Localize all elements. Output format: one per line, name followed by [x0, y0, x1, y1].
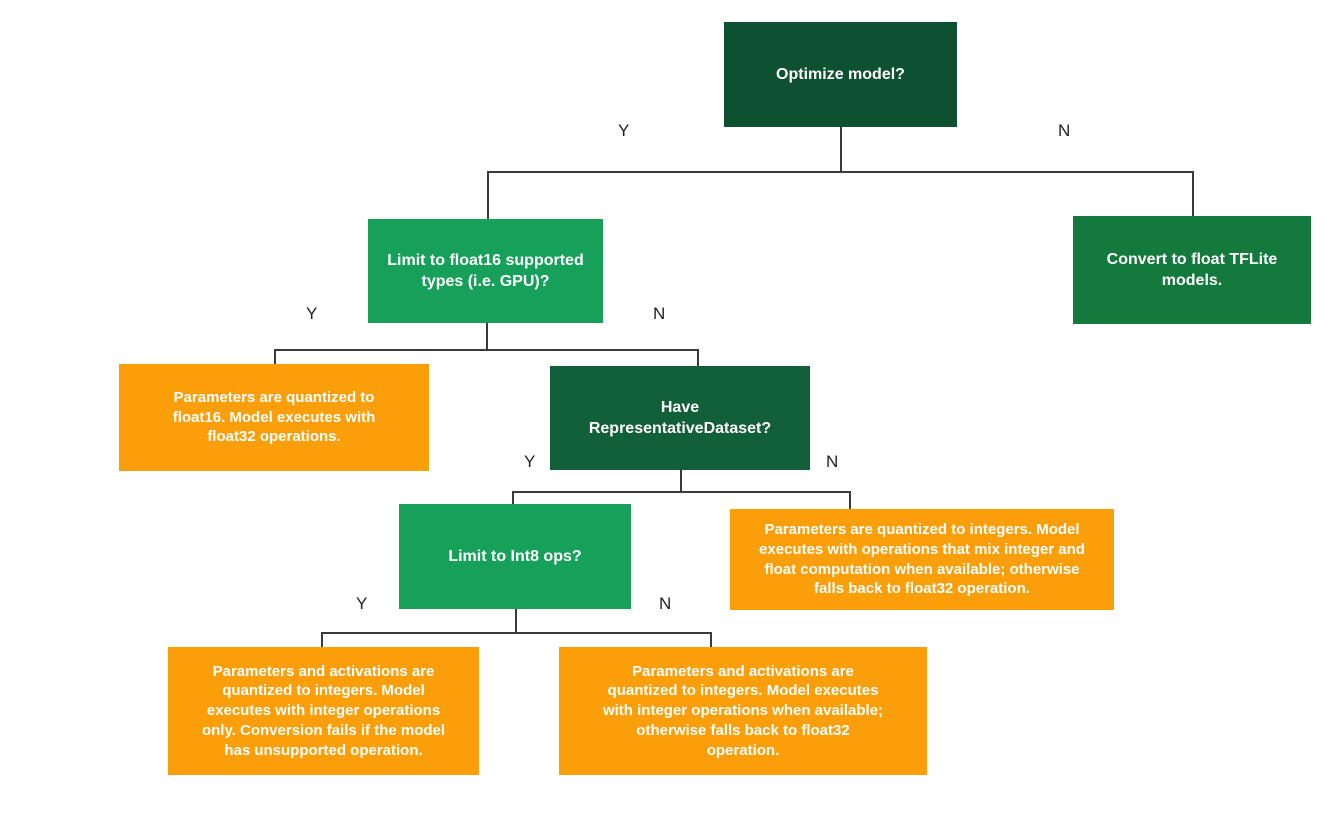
node-params-float16[interactable]: Parameters are quantized to float16. Mod… [119, 364, 429, 471]
node-params-int-mixed[interactable]: Parameters are quantized to integers. Mo… [730, 509, 1114, 610]
connector-f16-stem [486, 323, 488, 350]
connector-root-bar [487, 171, 1193, 173]
node-limit-float16[interactable]: Limit to float16 supported types (i.e. G… [368, 219, 603, 323]
connector-int8-drop-left [321, 632, 323, 648]
node-params-int-fallback[interactable]: Parameters and activations are quantized… [559, 647, 927, 775]
connector-rds-drop-right [849, 491, 851, 510]
node-label: Parameters are quantized to integers. Mo… [759, 520, 1085, 598]
branch-label-rds-yes: Y [524, 452, 536, 471]
branch-label-int8-no: N [659, 594, 672, 613]
branch-label-opt-no: N [1058, 121, 1071, 140]
connector-rds-stem [680, 470, 682, 492]
node-label: Have RepresentativeDataset? [588, 398, 772, 437]
node-label: Parameters are quantized to float16. Mod… [172, 388, 376, 446]
node-label: Parameters and activations are quantized… [602, 662, 884, 759]
connector-int8-drop-right [710, 632, 712, 648]
connector-root-drop-left [487, 171, 489, 219]
connector-root-drop-right [1192, 171, 1194, 217]
connector-int8-bar [321, 632, 711, 634]
node-label: Convert to float TFLite models. [1106, 250, 1278, 289]
branch-label-f16-yes: Y [306, 304, 318, 323]
node-params-int-only[interactable]: Parameters and activations are quantized… [168, 647, 479, 775]
node-have-representative-dataset[interactable]: Have RepresentativeDataset? [550, 366, 810, 470]
node-label: Limit to float16 supported types (i.e. G… [387, 251, 584, 290]
node-limit-int8-ops[interactable]: Limit to Int8 ops? [399, 504, 631, 609]
node-label: Limit to Int8 ops? [448, 547, 582, 565]
node-convert-float-tflite[interactable]: Convert to float TFLite models. [1073, 216, 1311, 324]
branch-label-opt-yes: Y [618, 121, 630, 140]
connector-rds-bar [512, 491, 850, 493]
connector-root-stem [840, 127, 842, 172]
branch-label-rds-no: N [826, 452, 839, 471]
connector-f16-drop-left [274, 349, 276, 366]
node-label: Parameters and activations are quantized… [201, 662, 446, 759]
connector-int8-stem [515, 609, 517, 633]
connector-rds-drop-left [512, 491, 514, 505]
connector-f16-drop-right [697, 349, 699, 367]
node-optimize-model[interactable]: Optimize model? [724, 22, 957, 127]
connector-f16-bar [274, 349, 698, 351]
branch-label-int8-yes: Y [356, 594, 368, 613]
branch-label-f16-no: N [653, 304, 666, 323]
node-label: Optimize model? [776, 65, 905, 83]
